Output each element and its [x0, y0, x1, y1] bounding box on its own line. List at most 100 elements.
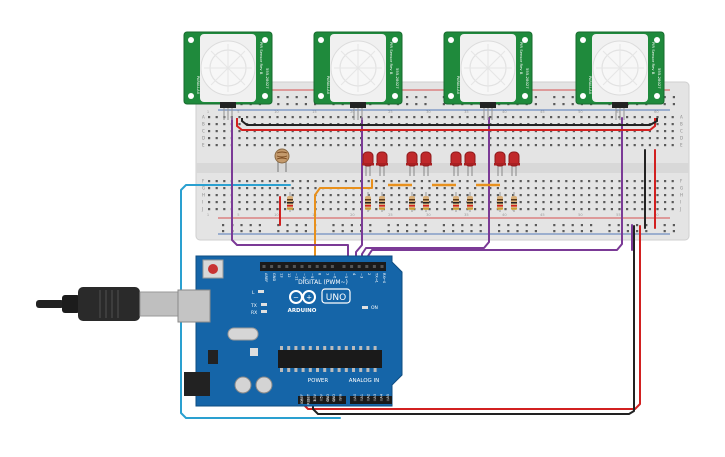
rail-hole: [663, 103, 666, 106]
breadboard-hole: [474, 144, 477, 147]
power-pin: [307, 398, 310, 402]
breadboard-hole: [572, 130, 575, 133]
breadboard-hole: [284, 116, 287, 119]
breadboard-hole: [382, 130, 385, 133]
pir-mount-hole: [580, 93, 586, 99]
leds: [362, 151, 520, 176]
breadboard-hole: [344, 144, 347, 147]
rail-hole: [461, 230, 464, 233]
breadboard-hole: [367, 194, 370, 197]
digital-pin: [308, 265, 312, 268]
breadboard-hole: [223, 130, 226, 133]
breadboard-hole: [223, 194, 226, 197]
breadboard-hole: [671, 180, 674, 183]
rail-hole: [479, 230, 482, 233]
rail-hole: [277, 230, 280, 233]
breadboard-hole: [504, 208, 507, 211]
digital-pin: [380, 265, 384, 268]
breadboard-hole: [527, 144, 530, 147]
breadboard-hole: [588, 116, 591, 119]
breadboard-hole: [375, 144, 378, 147]
rail-hole: [645, 230, 648, 233]
breadboard-hole: [375, 208, 378, 211]
photoresistor-track: [276, 151, 288, 160]
breadboard-hole: [671, 144, 674, 147]
resistor-band: [287, 202, 293, 204]
breadboard-hole: [420, 144, 423, 147]
breadboard-hole: [246, 137, 249, 140]
breadboard-hole: [557, 137, 560, 140]
breadboard-hole: [633, 208, 636, 211]
breadboard-hole: [603, 137, 606, 140]
digital-header: [260, 262, 386, 271]
breadboard-hole: [580, 201, 583, 204]
led-body: [362, 151, 374, 167]
breadboard-hole: [367, 180, 370, 183]
pir-mount-hole: [580, 37, 586, 43]
row-letter: J: [201, 207, 203, 212]
led-rim: [450, 163, 462, 166]
breadboard-hole: [322, 194, 325, 197]
chip-pin: [294, 368, 298, 372]
breadboard-hole: [291, 194, 294, 197]
breadboard-hole: [489, 130, 492, 133]
breadboard-hole: [626, 130, 629, 133]
breadboard-hole: [405, 116, 408, 119]
rail-hole: [636, 230, 639, 233]
breadboard-hole: [337, 144, 340, 147]
breadboard-hole: [496, 187, 499, 190]
resistor-band: [365, 202, 371, 204]
breadboard-hole: [671, 137, 674, 140]
breadboard-hole: [633, 130, 636, 133]
breadboard-hole: [603, 187, 606, 190]
breadboard-hole: [595, 144, 598, 147]
pir-brand: PARALLAX: [326, 76, 330, 95]
breadboard-hole: [588, 180, 591, 183]
breadboard-hole: [496, 194, 499, 197]
breadboard-hole: [299, 194, 302, 197]
breadboard-hole: [208, 194, 211, 197]
pir-side-label: PIR Sensor Rev B: [651, 42, 656, 75]
breadboard-hole: [595, 116, 598, 119]
breadboard-hole: [299, 187, 302, 190]
breadboard-hole: [550, 144, 553, 147]
analog-pin: [380, 398, 383, 402]
breadboard-hole: [299, 208, 302, 211]
column-number: 45: [540, 213, 545, 217]
breadboard-hole: [512, 194, 515, 197]
breadboard-hole: [481, 187, 484, 190]
resistor-band: [497, 199, 503, 201]
breadboard-hole: [626, 116, 629, 119]
column-number: 25: [388, 213, 393, 217]
breadboard-hole: [306, 180, 309, 183]
resistor: [423, 192, 429, 212]
rail-hole: [580, 224, 583, 227]
breadboard-hole: [519, 137, 522, 140]
breadboard-hole: [534, 187, 537, 190]
breadboard-hole: [489, 201, 492, 204]
breadboard-hole: [367, 130, 370, 133]
breadboard-hole: [481, 116, 484, 119]
pir-dome-facets: [204, 44, 252, 92]
breadboard-hole: [466, 180, 469, 183]
led-body: [376, 151, 388, 167]
pir-mount-hole: [318, 37, 324, 43]
breadboard-hole: [276, 180, 279, 183]
breadboard-hole: [276, 116, 279, 119]
breadboard-hole: [572, 201, 575, 204]
breadboard-hole: [557, 180, 560, 183]
breadboard-hole: [329, 137, 332, 140]
breadboard-hole: [428, 116, 431, 119]
resistor-band: [365, 208, 371, 210]
breadboard-hole: [565, 137, 568, 140]
analog-pin-label: A0: [353, 394, 357, 398]
breadboard-hole: [253, 201, 256, 204]
rail-hole: [304, 103, 307, 106]
breadboard-hole: [633, 194, 636, 197]
led: [508, 151, 520, 176]
breadboard-hole: [512, 180, 515, 183]
breadboard-hole: [542, 201, 545, 204]
pir-mount-hole: [188, 37, 194, 43]
breadboard-hole: [550, 194, 553, 197]
rail-hole: [277, 103, 280, 106]
